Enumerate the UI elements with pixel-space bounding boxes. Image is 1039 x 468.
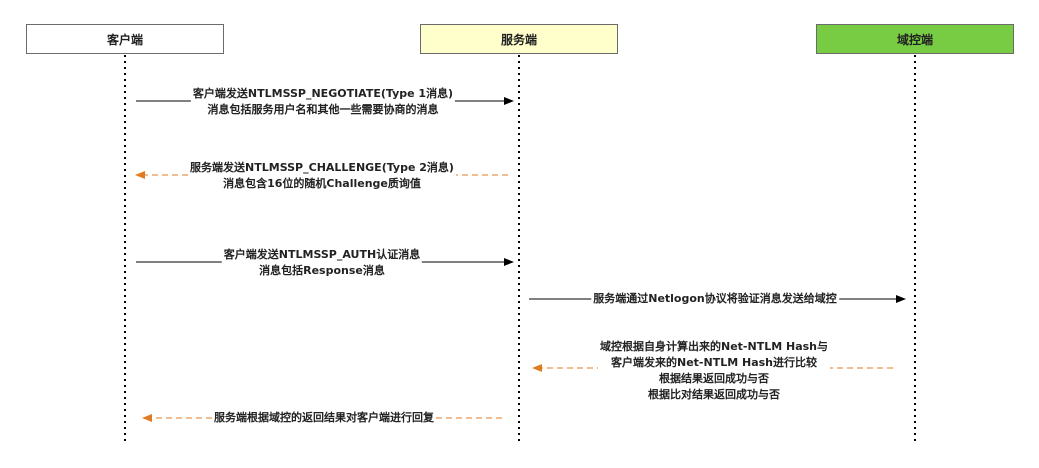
- message-line: 消息包括Response消息: [259, 264, 385, 277]
- message-challenge-label: 服务端发送NTLMSSP_CHALLENGE(Type 2消息) 消息包含16位…: [188, 160, 456, 192]
- message-line: 客户端发送NTLMSSP_AUTH认证消息: [223, 248, 421, 261]
- message-line: 域控根据自身计算出来的Net-NTLM Hash与: [600, 340, 828, 353]
- message-auth-label: 客户端发送NTLMSSP_AUTH认证消息 消息包括Response消息: [221, 247, 423, 279]
- message-line: 服务端发送NTLMSSP_CHALLENGE(Type 2消息): [190, 161, 454, 174]
- actor-dc-label: 域控端: [896, 32, 933, 47]
- actor-client-label: 客户端: [106, 32, 143, 47]
- message-reply-label: 服务端根据域控的返回结果对客户端进行回复: [212, 410, 436, 426]
- message-line: 服务端通过Netlogon协议将验证消息发送给域控: [593, 292, 837, 305]
- message-line: 根据比对结果返回成功与否: [648, 388, 780, 401]
- actor-server: 服务端: [420, 24, 618, 54]
- message-dc-result-label: 域控根据自身计算出来的Net-NTLM Hash与 客户端发来的Net-NTLM…: [598, 339, 830, 403]
- actor-server-label: 服务端: [500, 32, 537, 47]
- message-line: 客户端发送NTLMSSP_NEGOTIATE(Type 1消息): [192, 87, 454, 100]
- actor-client: 客户端: [26, 24, 224, 54]
- message-line: 客户端发来的Net-NTLM Hash进行比较: [611, 356, 817, 369]
- actor-domain-controller: 域控端: [816, 24, 1014, 54]
- message-netlogon-label: 服务端通过Netlogon协议将验证消息发送给域控: [591, 291, 839, 307]
- message-negotiate-label: 客户端发送NTLMSSP_NEGOTIATE(Type 1消息) 消息包括服务用…: [190, 86, 456, 118]
- message-line: 根据结果返回成功与否: [659, 372, 769, 385]
- message-line: 消息包括服务用户名和其他一些需要协商的消息: [207, 103, 439, 116]
- message-line: 消息包含16位的随机Challenge质询值: [223, 177, 421, 190]
- message-line: 服务端根据域控的返回结果对客户端进行回复: [214, 411, 434, 424]
